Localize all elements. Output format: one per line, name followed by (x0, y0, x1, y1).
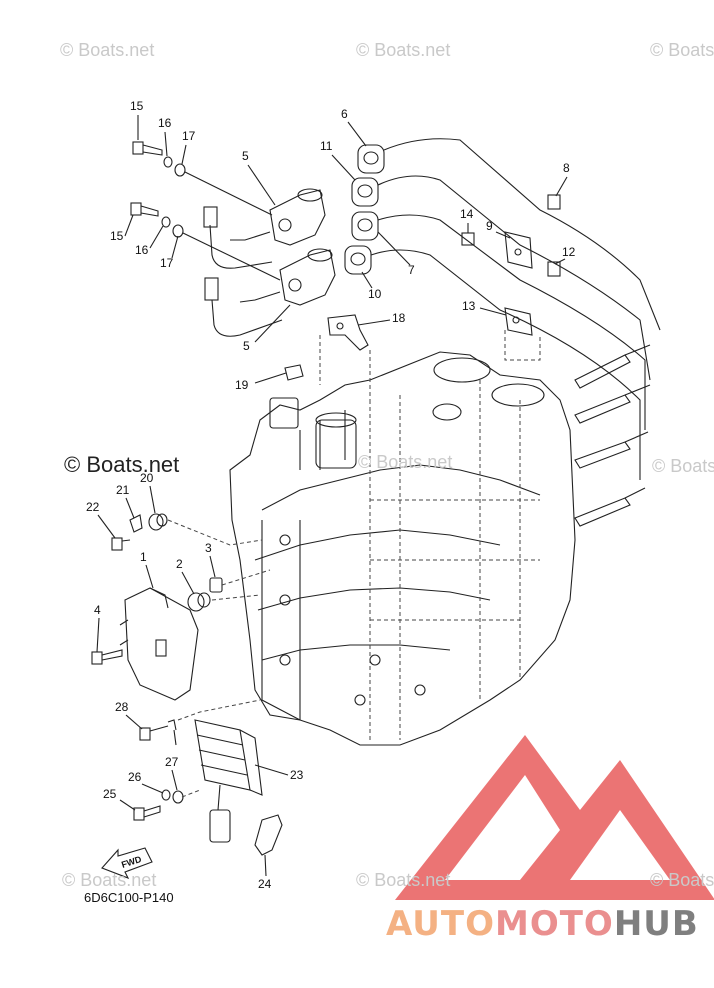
grommet-20 (148, 513, 168, 531)
callout-23: 23 (290, 768, 304, 782)
coil-wire-lower (211, 299, 283, 337)
callout-20: 20 (140, 471, 154, 485)
callout-11: 11 (320, 139, 333, 153)
coil-connector-lower (204, 277, 219, 301)
callout-26: 26 (128, 770, 142, 784)
callout-13: 13 (462, 299, 476, 313)
engine-block (229, 351, 576, 746)
callout-7: 7 (408, 263, 415, 277)
callout-8: 8 (563, 161, 570, 175)
callout-5-upper: 5 (242, 149, 249, 163)
part-code: 6D6C100-P140 (84, 890, 174, 905)
callout-21: 21 (116, 483, 130, 497)
callout-5-lower: 5 (243, 339, 250, 353)
automotohub-logo-icon (395, 735, 714, 900)
plug-cap-10 (344, 245, 641, 480)
brand-part-moto: MOTO (494, 904, 614, 944)
watermark-mid-center: © Boats.net (358, 452, 453, 472)
watermark-bottom-right: © Boats (650, 870, 714, 890)
callout-6: 6 (341, 107, 348, 121)
brand-part-auto: AUTO (386, 904, 495, 944)
watermark-top-right: © Boats (650, 40, 714, 60)
plug-cap-7 (351, 211, 646, 430)
cdi-unit-1 (119, 587, 199, 701)
bolt-22 (111, 537, 131, 551)
collar-3 (209, 577, 223, 593)
rectifier-regulator-23 (194, 719, 263, 843)
clamp-12 (547, 261, 561, 277)
callout-25: 25 (103, 787, 117, 801)
brand-part-hub: HUB (613, 904, 699, 944)
washer-16-upper (163, 156, 173, 168)
ignition-coil-lower (239, 248, 336, 306)
callout-16-lower: 16 (135, 243, 149, 257)
coil-wire-upper (209, 224, 273, 269)
callout-10: 10 (368, 287, 382, 301)
callout-22: 22 (86, 500, 100, 514)
leader-23 (177, 699, 261, 798)
wire-28 (167, 719, 177, 746)
fwd-label: FWD (120, 854, 143, 870)
holder-13 (504, 307, 541, 361)
callout-18: 18 (392, 311, 406, 325)
bolt-15-lower (130, 202, 159, 217)
bracket-21 (129, 514, 143, 533)
callout-15-upper: 15 (130, 99, 144, 113)
leader-cdi (211, 569, 271, 601)
callout-17-lower: 17 (160, 256, 174, 270)
leader-lower-coil (182, 232, 281, 281)
callout-19: 19 (235, 378, 249, 392)
brand-wordmark: AUTOMOTOHUB (386, 904, 699, 944)
washer-17-upper (174, 163, 186, 177)
clip-19 (284, 364, 304, 381)
watermark-bottom-left: © Boats.net (62, 870, 157, 890)
callout-1: 1 (140, 550, 147, 564)
leader-20 (167, 519, 263, 546)
callout-4: 4 (94, 603, 101, 617)
holder-9 (504, 231, 533, 269)
washer-27 (172, 790, 184, 804)
callout-12: 12 (562, 245, 576, 259)
callout-24: 24 (258, 877, 272, 891)
washer-26 (161, 789, 171, 801)
plug-cap-6 (357, 138, 661, 331)
leader-upper-coil (184, 171, 273, 216)
callout-2: 2 (176, 557, 183, 571)
callouts: 15 16 17 5 6 11 8 14 9 12 7 10 15 16 17 … (86, 99, 576, 891)
ignition-coil-upper (230, 188, 326, 246)
plug-boots-right (574, 344, 651, 527)
coil-connector-upper (203, 206, 218, 228)
watermark-mid-left: © Boats.net (64, 452, 180, 477)
bolt-25 (133, 805, 161, 821)
plug-cap-11 (351, 175, 651, 381)
callout-16-upper: 16 (158, 116, 172, 130)
watermark-top-left: © Boats.net (60, 40, 155, 60)
washer-17-lower (172, 224, 184, 238)
clamp-8 (547, 194, 561, 210)
callout-28: 28 (115, 700, 129, 714)
washer-16-lower (161, 216, 171, 228)
callout-15-lower: 15 (110, 229, 124, 243)
bolt-28 (139, 725, 169, 741)
callout-17-upper: 17 (182, 129, 196, 143)
clamp-14 (461, 232, 475, 246)
callout-14: 14 (460, 207, 474, 221)
watermark-top-center: © Boats.net (356, 40, 451, 60)
bolt-15-upper (132, 141, 163, 156)
watermark-bottom-center: © Boats.net (356, 870, 451, 890)
bracket-18 (319, 314, 371, 400)
callout-3: 3 (205, 541, 212, 555)
clamp-24 (254, 814, 283, 856)
bolt-4 (91, 649, 123, 665)
callout-27: 27 (165, 755, 179, 769)
grommet-2 (187, 592, 211, 612)
callout-9: 9 (486, 219, 493, 233)
watermark-mid-right: © Boats (652, 456, 714, 476)
